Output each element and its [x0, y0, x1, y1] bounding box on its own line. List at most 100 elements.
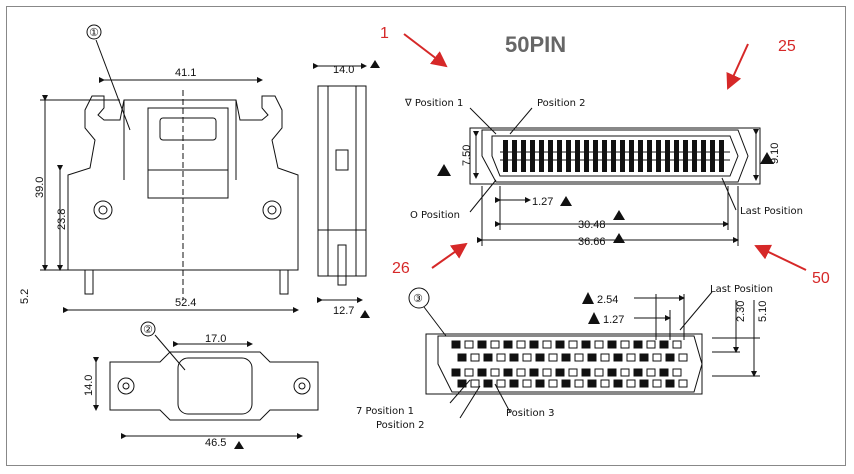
contact-pin	[521, 140, 526, 172]
contact-pin	[665, 140, 670, 172]
marker-triangle	[613, 233, 625, 243]
contact-pad	[483, 353, 493, 362]
contact-pad	[555, 340, 565, 349]
callout-circle-1	[86, 24, 102, 40]
drawing-frame	[6, 6, 846, 466]
dim-1-27-bottom: 1.27	[603, 314, 624, 326]
dim-30-48: 30.48	[578, 219, 606, 231]
contact-pad	[490, 340, 500, 349]
contact-pin	[566, 140, 571, 172]
contact-pin	[620, 140, 625, 172]
contact-pad	[607, 340, 617, 349]
marker-triangle	[588, 312, 600, 324]
contact-pad	[464, 340, 474, 349]
dim-52-4: 52.4	[175, 297, 196, 309]
contact-pad	[659, 340, 669, 349]
contact-pad	[496, 379, 506, 388]
contact-pad	[568, 340, 578, 349]
contact-pin	[593, 140, 598, 172]
contact-pad	[639, 353, 649, 362]
callout-1-leader	[95, 39, 131, 131]
contact-pin	[638, 140, 643, 172]
contact-pad	[457, 379, 467, 388]
dim-14-0-bottom: 14.0	[83, 375, 95, 396]
callout-3-label: ③	[413, 292, 423, 305]
contact-pad	[659, 368, 669, 377]
contact-pad	[477, 340, 487, 349]
contact-pad	[594, 368, 604, 377]
contact-pad	[477, 368, 487, 377]
contact-pad	[620, 368, 630, 377]
contact-pad	[652, 379, 662, 388]
contact-pin	[629, 140, 634, 172]
dim-1-27-top: 1.27	[532, 196, 553, 208]
red-pin-markers	[403, 33, 807, 271]
dim-23-8: 23.8	[56, 209, 68, 230]
dim-46-5: 46.5	[205, 437, 226, 449]
contact-pad	[672, 368, 682, 377]
contact-pad	[626, 353, 636, 362]
label-last-position-bottom: Last Position	[710, 284, 773, 295]
contact-pad	[496, 353, 506, 362]
contact-pin	[602, 140, 607, 172]
contact-pad	[548, 353, 558, 362]
contact-pad	[516, 340, 526, 349]
bottom-face-dims	[449, 291, 760, 419]
contact-pad	[490, 368, 500, 377]
contact-pad	[665, 379, 675, 388]
contact-pin	[692, 140, 697, 172]
contact-pad	[542, 340, 552, 349]
label-position-2-bottom: Position 2	[376, 420, 424, 431]
dim-41-1: 41.1	[175, 67, 196, 79]
contact-pad	[600, 379, 610, 388]
side-view	[313, 63, 367, 303]
contact-pad	[503, 340, 513, 349]
contact-pad	[561, 353, 571, 362]
contact-pad	[457, 353, 467, 362]
contact-pin	[674, 140, 679, 172]
dim-14-0-side: 14.0	[333, 64, 354, 76]
contact-pad	[633, 340, 643, 349]
contact-pin	[611, 140, 616, 172]
contact-pin	[548, 140, 553, 172]
label-position-1-top: ∇ Position 1	[404, 98, 463, 109]
marker-triangle	[437, 164, 451, 176]
contact-pin	[656, 140, 661, 172]
pin-row-top	[503, 140, 724, 172]
front-view	[67, 90, 299, 300]
contact-pin	[683, 140, 688, 172]
contact-pad	[652, 353, 662, 362]
marker-triangle	[760, 152, 774, 164]
contact-pad	[535, 379, 545, 388]
contact-pad	[542, 368, 552, 377]
pin-grid-bottom	[451, 340, 688, 388]
label-last-position-top: Last Position	[740, 206, 803, 217]
label-position-3-bottom: Position 3	[506, 408, 554, 419]
bottom-view	[93, 334, 319, 439]
contact-pad	[470, 353, 480, 362]
contact-pin	[719, 140, 724, 172]
contact-pin	[584, 140, 589, 172]
contact-pad	[581, 340, 591, 349]
callout-circle-2	[140, 321, 156, 337]
contact-pad	[620, 340, 630, 349]
contact-pin	[503, 140, 508, 172]
front-dims	[40, 77, 299, 313]
dim-7-50: 7.50	[461, 145, 473, 166]
contact-pad	[574, 379, 584, 388]
label-o-position: O Position	[410, 210, 460, 221]
contact-pad	[613, 379, 623, 388]
contact-pad	[665, 353, 675, 362]
pin-marker-1: 1	[380, 25, 389, 42]
dim-2-30: 2.30	[735, 301, 747, 322]
contact-pad	[678, 353, 688, 362]
contact-pin	[710, 140, 715, 172]
marker-triangle	[582, 292, 594, 304]
contact-pin	[557, 140, 562, 172]
contact-pad	[451, 340, 461, 349]
contact-pin	[647, 140, 652, 172]
dim-5-10: 5.10	[757, 301, 769, 322]
contact-pad	[529, 368, 539, 377]
marker-triangle	[560, 196, 572, 206]
contact-pad	[464, 368, 474, 377]
